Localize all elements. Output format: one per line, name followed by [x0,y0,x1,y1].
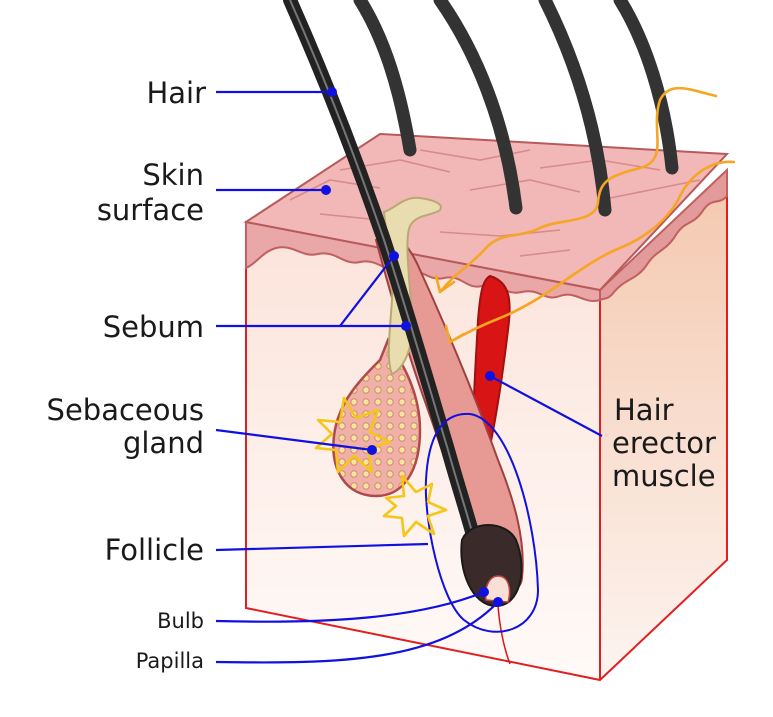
sebum-duct [382,196,442,376]
leader-lines [215,87,603,664]
leader-papilla [215,601,499,664]
pointer-dot-hair [327,87,337,97]
labels: Hair Skin surface Sebum Sebaceous gland … [47,76,716,673]
leader-bulb [215,590,485,623]
pointer-dot-papilla [493,597,503,607]
background-hairs [353,0,679,217]
label-hair-erector-line3: muscle [612,459,716,493]
label-papilla: Papilla [136,649,204,673]
label-sebaceous-gland-line2: gland [123,426,204,460]
irritation-lines [434,86,736,344]
leader-follicle [215,542,429,552]
leader-hair-erector [489,375,603,437]
label-skin-surface-line1: Skin [142,158,204,192]
epidermis-layer [245,167,728,303]
pointer-dot-sebum-lower [401,321,411,331]
label-hair-erector-line2: erector [612,426,716,460]
label-hair-erector-line1: Hair [614,393,674,427]
dermis-block [245,170,728,682]
pointer-dot-bulb [479,587,489,597]
pointer-dot-skin-surface [321,185,331,195]
label-hair: Hair [146,76,206,110]
label-skin-surface-line2: surface [97,193,204,227]
label-bulb: Bulb [157,609,204,633]
leader-sebaceous-gland [215,428,373,452]
follicle-outline [424,412,540,633]
label-sebaceous-gland-line1: Sebaceous [47,393,204,427]
pointer-dot-hair-erector [485,371,495,381]
label-follicle: Follicle [105,533,204,567]
pointer-dot-sebum-upper [389,251,399,261]
pointer-dot-sebaceous-gland [367,445,377,455]
label-sebum: Sebum [103,310,204,344]
